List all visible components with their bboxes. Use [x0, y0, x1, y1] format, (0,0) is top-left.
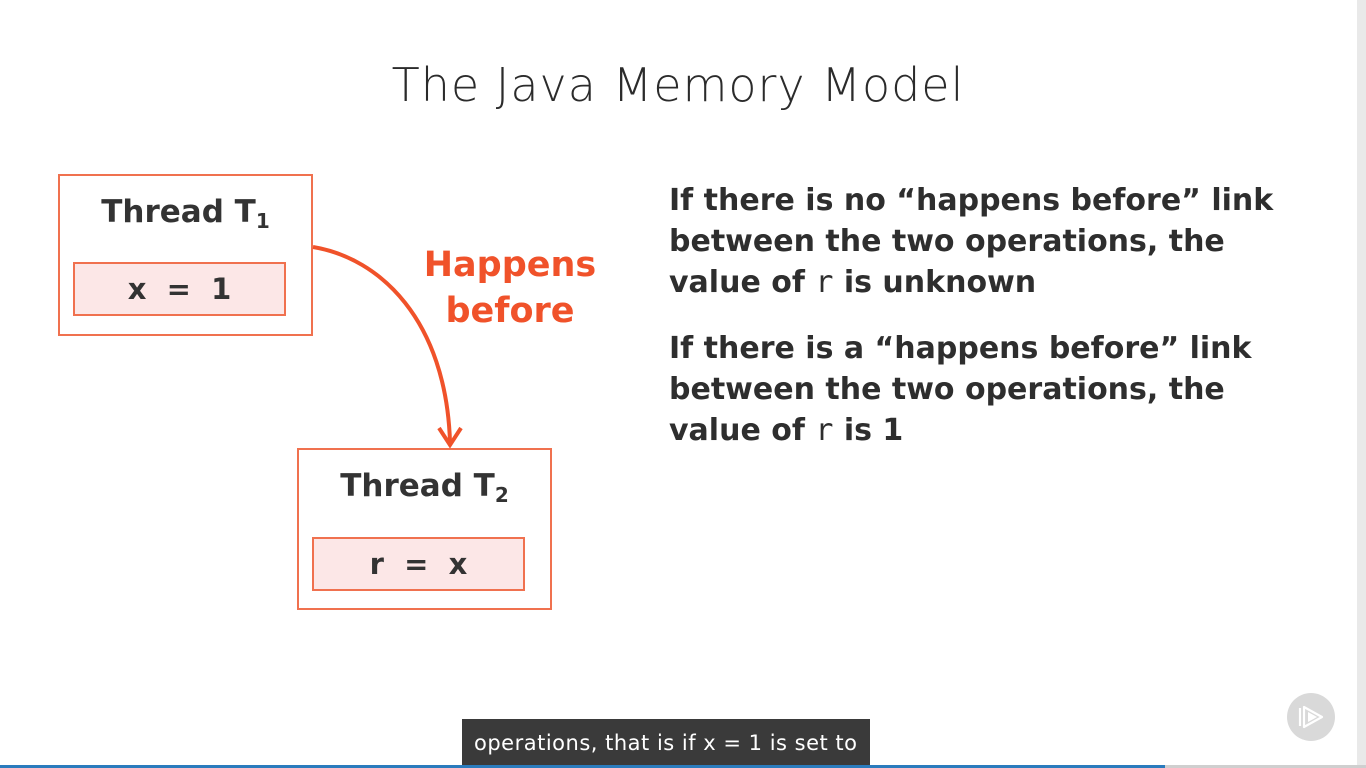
- paragraph-no-link-text-b: is unknown: [833, 265, 1037, 300]
- thread-t2-title: Thread T2: [299, 468, 550, 507]
- thread-t2-label: Thread T: [340, 468, 495, 504]
- thread-t1-subscript: 1: [255, 209, 270, 233]
- thread-t1-title: Thread T1: [60, 194, 311, 233]
- arrow-head: [437, 426, 463, 449]
- subtitle-caption: operations, that is if x = 1 is set to: [462, 719, 870, 766]
- thread-t2-subscript: 2: [494, 483, 509, 507]
- happens-before-line1: Happens: [423, 245, 597, 285]
- arrow-curve: [312, 245, 452, 443]
- paragraph-no-link-var: r: [815, 265, 834, 300]
- scrollbar[interactable]: [1357, 0, 1366, 768]
- paragraph-no-link-text-a: If there is no “happens before” link bet…: [669, 183, 1274, 300]
- thread-t2-code: r = x: [312, 537, 525, 591]
- happens-before-label: Happens before: [418, 242, 602, 334]
- progress-fill: [0, 765, 1166, 768]
- play-logo-icon[interactable]: [1287, 693, 1335, 741]
- paragraph-link: If there is a “happens before” link betw…: [669, 328, 1309, 451]
- thread-t1-code: x = 1: [73, 262, 286, 316]
- play-icon: [1298, 705, 1324, 729]
- progress-bar[interactable]: [0, 765, 1366, 768]
- paragraph-link-var: r: [815, 413, 834, 448]
- thread-t2-box: Thread T2 r = x: [297, 448, 552, 610]
- paragraph-no-link: If there is no “happens before” link bet…: [669, 180, 1309, 303]
- paragraph-link-text-a: If there is a “happens before” link betw…: [669, 331, 1252, 448]
- happens-before-line2: before: [445, 291, 575, 331]
- slide-title: The Java Memory Model: [391, 58, 965, 112]
- paragraph-link-text-b: is 1: [833, 413, 904, 448]
- thread-t1-label: Thread T: [101, 194, 256, 230]
- thread-t1-box: Thread T1 x = 1: [58, 174, 313, 336]
